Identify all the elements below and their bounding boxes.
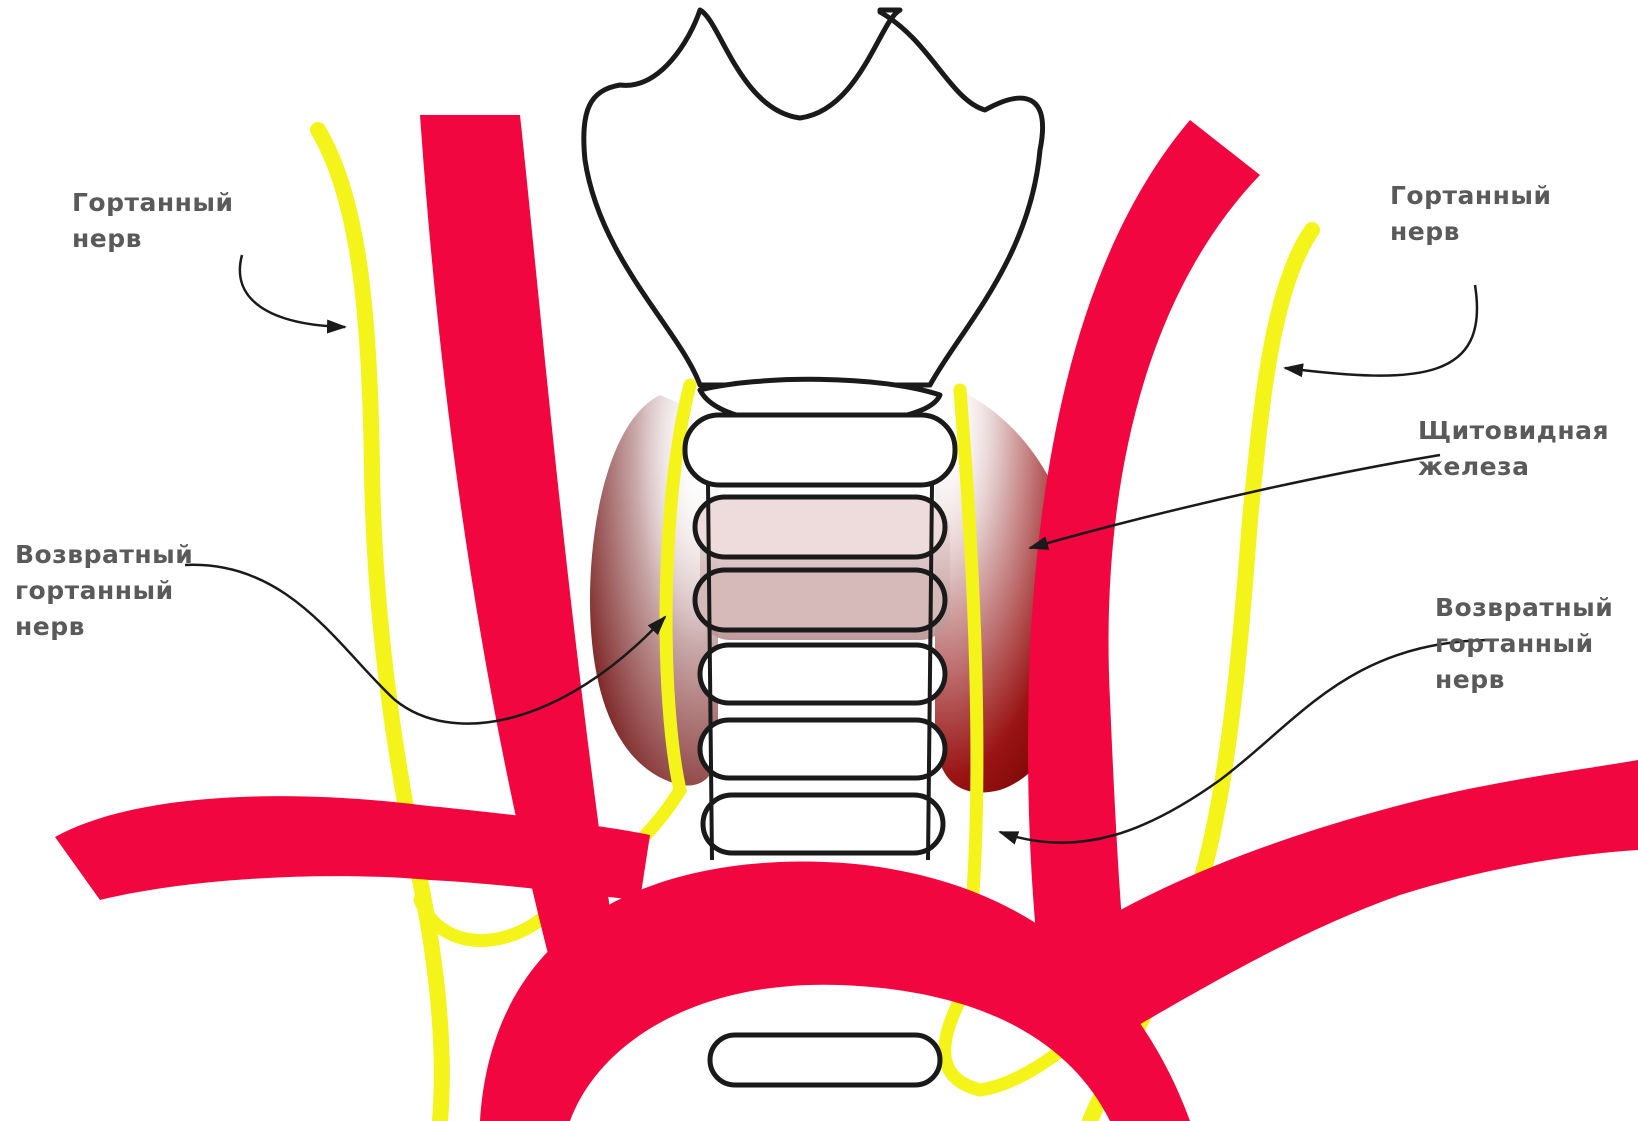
label-line: Гортанный: [1390, 178, 1552, 214]
tracheal-ring: [700, 720, 945, 778]
label-line: Возвратный: [15, 537, 193, 573]
right-subclavian-artery: [1040, 760, 1638, 1030]
label-laryngeal-nerve-left: Гортанный нерв: [72, 185, 234, 257]
label-line: Гортанный: [72, 185, 234, 221]
left-vagus-nerve: [318, 130, 442, 1121]
tracheal-ring: [710, 1035, 940, 1085]
larynx: [584, 10, 1043, 425]
tracheal-ring: [703, 795, 943, 853]
label-thyroid-gland: Щитовидная железа: [1418, 413, 1609, 485]
tracheal-ring: [700, 645, 945, 703]
label-line: гортанный: [15, 573, 193, 609]
label-line: нерв: [1435, 662, 1613, 698]
label-line: нерв: [1390, 214, 1552, 250]
label-line: нерв: [72, 221, 234, 257]
label-line: железа: [1418, 449, 1609, 485]
label-recurrent-nerve-right: Возвратный гортанный нерв: [1435, 590, 1613, 698]
label-line: гортанный: [1435, 626, 1613, 662]
arrow-laryngeal-nerve-right: [1285, 285, 1477, 376]
label-line: Возвратный: [1435, 590, 1613, 626]
tracheal-ring: [685, 415, 955, 485]
label-line: нерв: [15, 609, 193, 645]
label-recurrent-nerve-left: Возвратный гортанный нерв: [15, 537, 193, 645]
tracheal-ring: [695, 570, 945, 630]
right-common-carotid-artery: [1028, 120, 1260, 975]
label-line: Щитовидная: [1418, 413, 1609, 449]
tracheal-ring: [695, 497, 945, 557]
label-laryngeal-nerve-right: Гортанный нерв: [1390, 178, 1552, 250]
arrow-laryngeal-nerve-left: [240, 255, 345, 327]
thyroid-cartilage: [584, 10, 1043, 385]
